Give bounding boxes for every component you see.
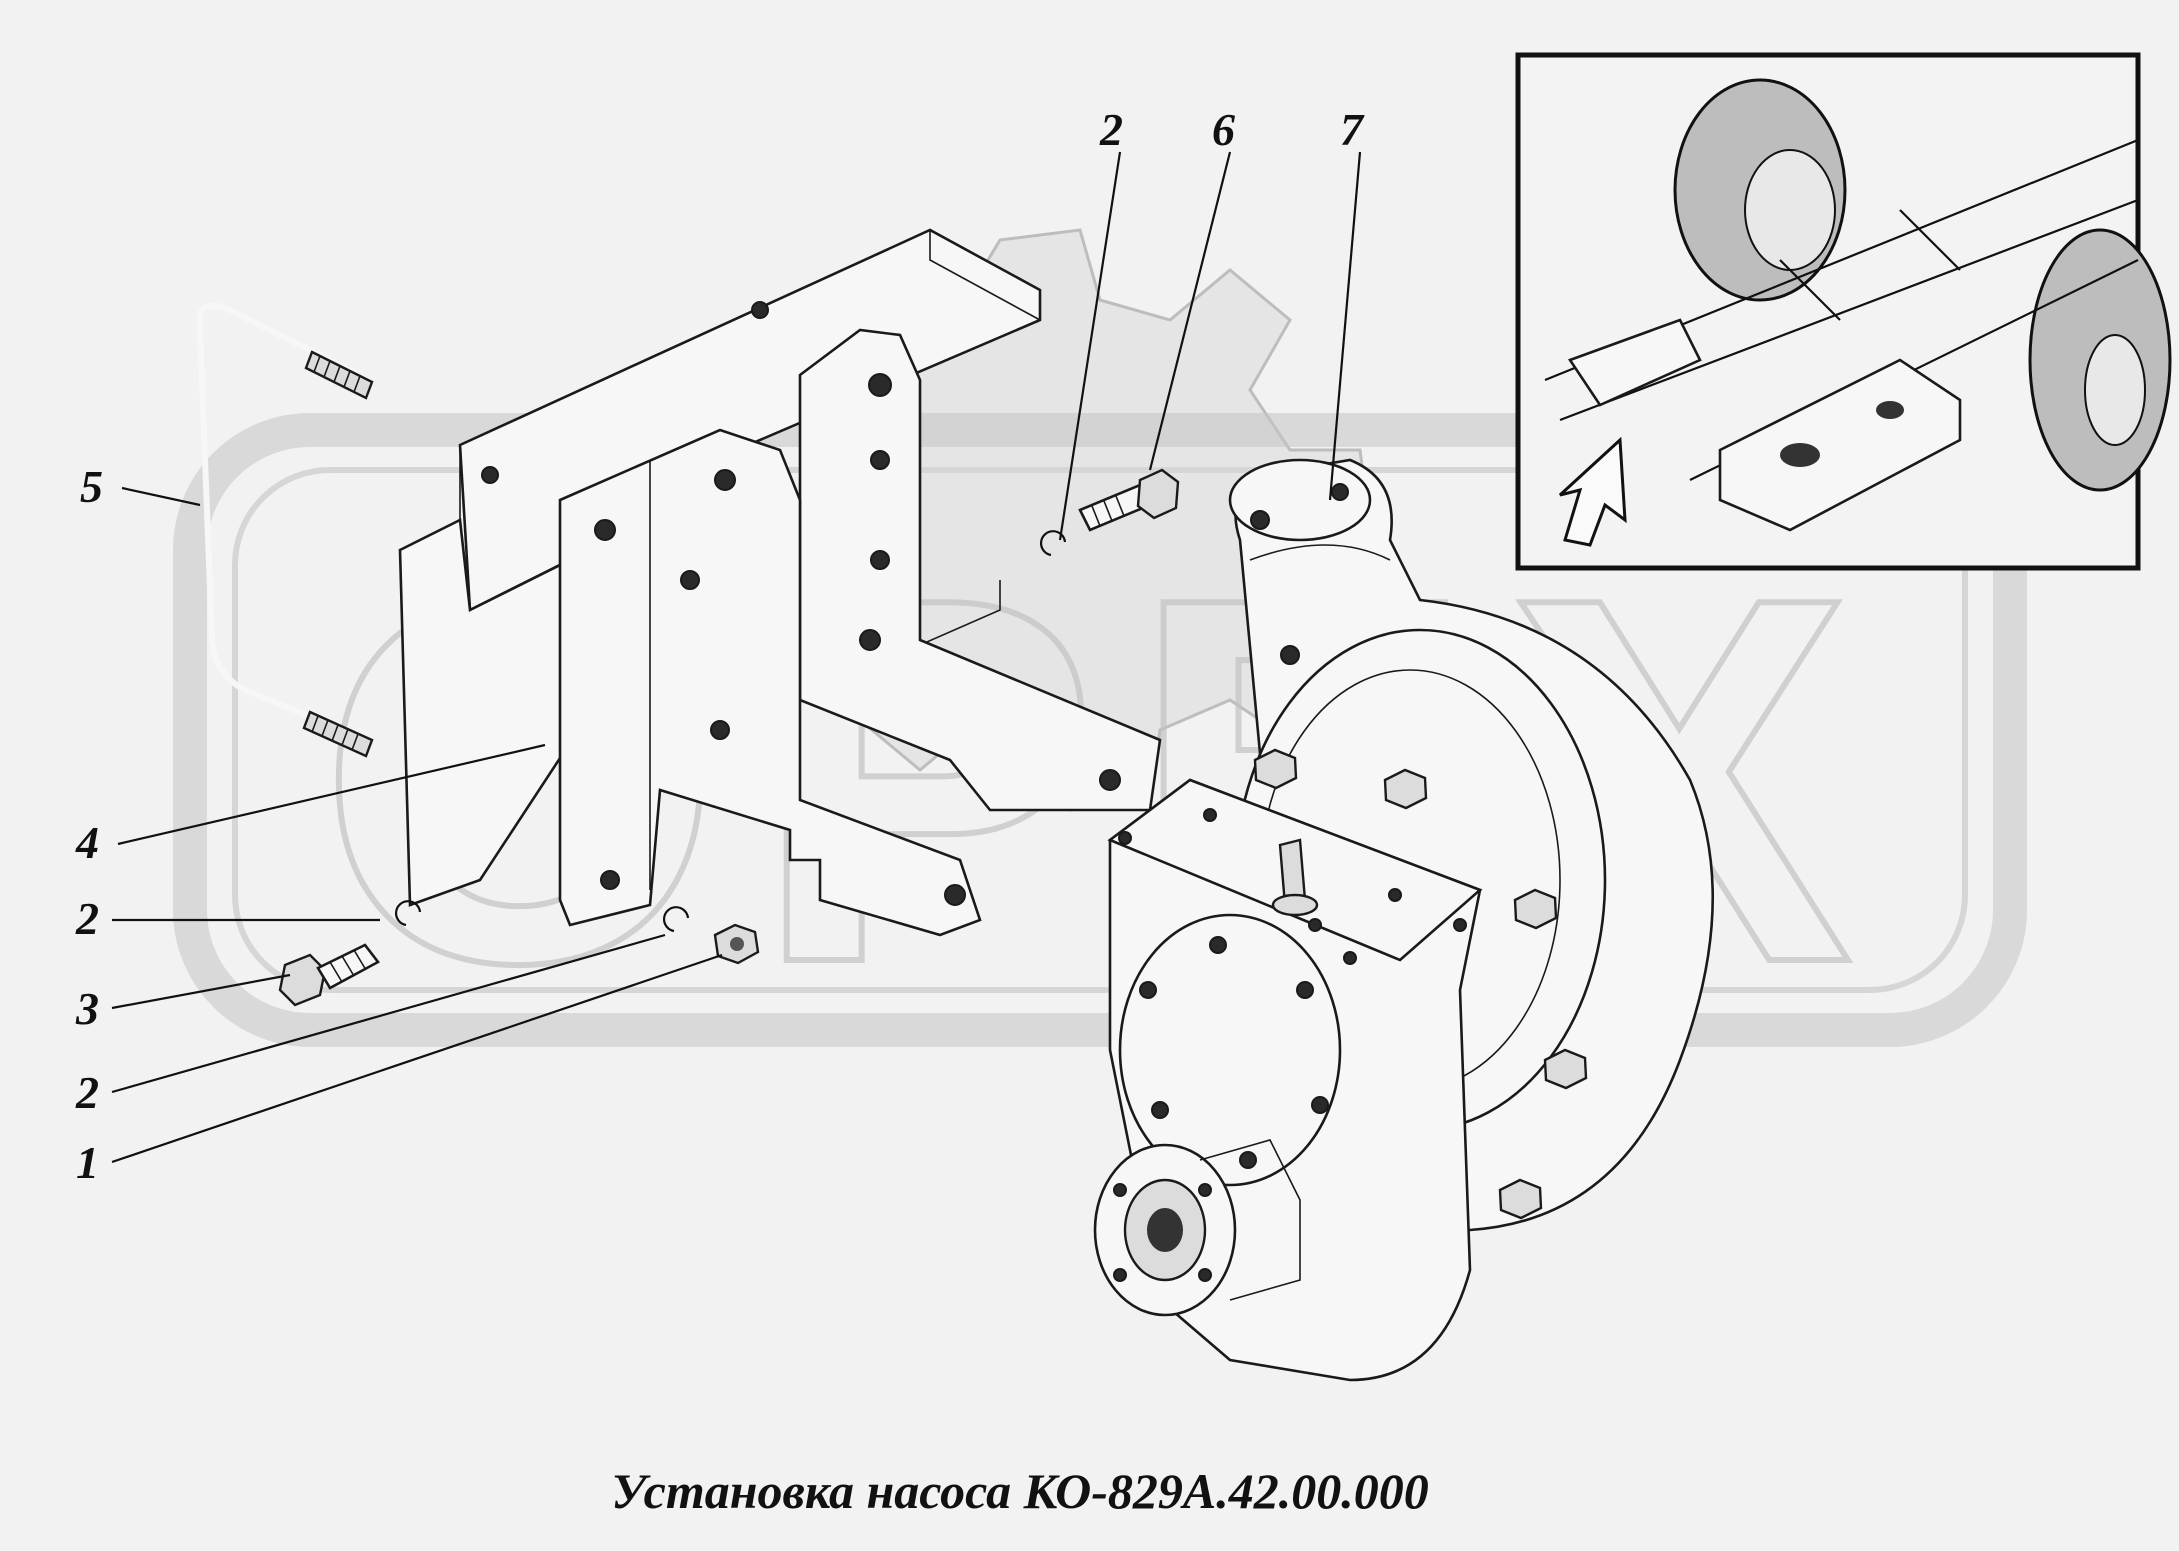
callout-5: 5: [80, 461, 103, 512]
location-inset: [1515, 52, 2172, 571]
bolt-part-6: [1078, 468, 1180, 532]
callout-2-middle: 2: [75, 1067, 99, 1118]
callout-4: 4: [75, 817, 99, 868]
watermark-frame: [173, 413, 2027, 1047]
callout-2-left: 2: [75, 893, 99, 944]
callouts: 5 4 2 3 2 1 2 6 7: [75, 104, 1365, 1188]
lock-washer-part-2-top: [1039, 530, 1067, 557]
callout-6: 6: [1212, 104, 1235, 155]
diagram-caption: Установка насоса КО-829А.42.00.000: [611, 1463, 1429, 1519]
nut-part-1: [713, 923, 760, 965]
lock-washer-part-2-left: [394, 900, 422, 927]
callout-7: 7: [1340, 104, 1365, 155]
callout-3: 3: [75, 983, 99, 1034]
flange-nuts: [1253, 748, 1588, 1220]
bracket-part-4: [558, 328, 1162, 937]
u-bolt-thread-top: [304, 350, 374, 400]
pump-part-7: [1093, 458, 1715, 1382]
lock-washer-part-2-middle: [662, 906, 690, 933]
u-bolt-thread-bottom: [302, 710, 374, 758]
callout-2-top: 2: [1099, 104, 1123, 155]
watermark-frame-inner: [232, 467, 1968, 993]
inset-arrow: [1558, 436, 1627, 547]
leader-lines: [111, 151, 1362, 1164]
bolt-part-3: [278, 943, 380, 1007]
callout-1: 1: [76, 1137, 99, 1188]
u-bolt-part-5: [196, 302, 374, 758]
